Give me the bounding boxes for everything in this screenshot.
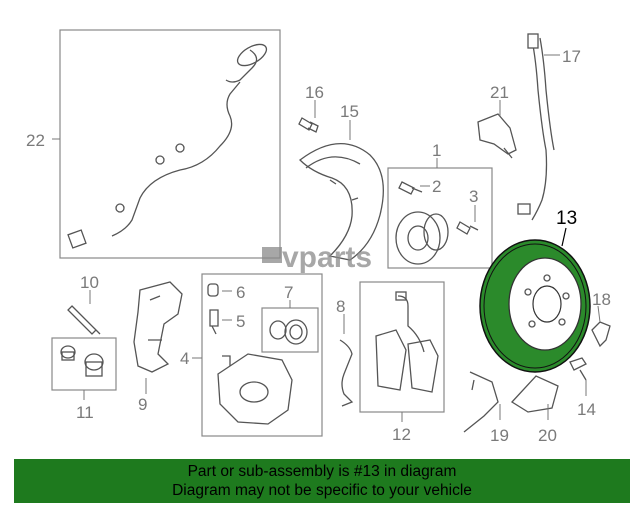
part-15-splash-shield[interactable]	[299, 143, 384, 261]
part-22-abs-sensor-wire[interactable]	[59, 29, 281, 259]
part-17-brake-hose[interactable]	[517, 33, 555, 221]
callout-2[interactable]: 2	[432, 177, 441, 196]
vparts-logo: vparts	[262, 241, 372, 274]
callout-5[interactable]: 5	[236, 312, 245, 331]
part-2-bolt[interactable]	[398, 181, 423, 195]
part-13-brake-rotor[interactable]	[479, 239, 591, 373]
callout-21[interactable]: 21	[490, 83, 509, 102]
part-7-piston-seal-kit[interactable]	[261, 307, 319, 353]
part-3-bolt[interactable]	[456, 221, 479, 235]
callout-18[interactable]: 18	[592, 290, 611, 309]
callout-1[interactable]: 1	[432, 141, 441, 160]
callout-12[interactable]: 12	[392, 425, 411, 444]
part-6-bleeder-cap[interactable]	[207, 283, 219, 297]
callout-13[interactable]: 13	[556, 208, 577, 229]
callout-10[interactable]: 10	[80, 273, 99, 292]
callout-16[interactable]: 16	[305, 83, 324, 102]
part-9-caliper-bracket[interactable]	[133, 281, 183, 373]
part-20-bracket[interactable]	[510, 375, 559, 413]
diagram-notice-banner: Part or sub-assembly is #13 in diagram D…	[14, 459, 630, 503]
callout-20[interactable]: 20	[538, 426, 557, 445]
part-14-bolt[interactable]	[569, 357, 587, 381]
part-1-wheel-hub[interactable]	[395, 211, 449, 265]
callout-6[interactable]: 6	[236, 283, 245, 302]
part-10-guide-pin[interactable]	[67, 305, 101, 335]
callout-14[interactable]: 14	[577, 400, 596, 419]
part-5-bleeder-screw[interactable]	[209, 309, 219, 335]
callout-15[interactable]: 15	[340, 102, 359, 121]
part-19-bracket[interactable]	[463, 371, 499, 433]
part-11-pin-boot-kit[interactable]	[51, 337, 117, 391]
svg-text:vparts: vparts	[282, 241, 372, 274]
part-21-bracket[interactable]	[477, 113, 517, 159]
callout-4[interactable]: 4	[180, 349, 189, 368]
callout-22[interactable]: 22	[26, 131, 45, 150]
part-8-retaining-clip[interactable]	[339, 339, 354, 407]
notice-disclaimer: Diagram may not be specific to your vehi…	[172, 482, 472, 499]
part-4-brake-caliper[interactable]	[217, 353, 293, 425]
callout-3[interactable]: 3	[469, 187, 478, 206]
callout-9[interactable]: 9	[138, 395, 147, 414]
callout-19[interactable]: 19	[490, 426, 509, 445]
callout-17[interactable]: 17	[562, 47, 581, 66]
callout-11[interactable]: 11	[76, 403, 94, 422]
part-16-bolt[interactable]	[298, 117, 319, 133]
notice-part-number: Part or sub-assembly is #13 in diagram	[187, 463, 457, 480]
parts-diagram: 22 16 15 1 2 3 vparts 17	[26, 29, 611, 445]
part-18-clip[interactable]	[591, 321, 611, 348]
callout-7[interactable]: 7	[284, 283, 293, 302]
part-12-brake-pad-set[interactable]	[359, 281, 445, 413]
callout-8[interactable]: 8	[336, 297, 345, 316]
